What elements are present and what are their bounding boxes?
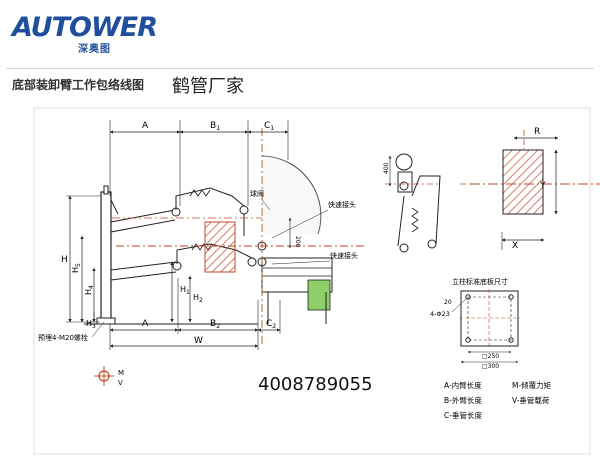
leader-ball-valve — [261, 199, 271, 211]
riser-column — [100, 191, 112, 321]
lower-elbow-joint — [247, 257, 257, 267]
mini-spring — [411, 207, 419, 233]
page-subtitle: 鹤管厂家 — [172, 76, 244, 97]
label-ball-valve: 球阀 — [250, 189, 264, 198]
label-quick-coupler-top: 快速接头 — [328, 200, 356, 209]
base-plate-inner-dim: □250 — [482, 353, 499, 360]
dim-label-A-top: A — [142, 121, 149, 131]
bolt-hole-1 — [465, 294, 471, 300]
mini-arms — [397, 175, 441, 247]
label-load-V: V — [118, 379, 123, 387]
dim-label-C1: C1 — [264, 121, 274, 132]
base-plate-outer-dim: □300 — [482, 363, 499, 370]
plan-envelope-hatch — [502, 149, 544, 215]
legend-item-C: C-垂管长度 — [444, 410, 482, 420]
dim-label-H: H — [61, 255, 68, 265]
bolt-hole-4 — [508, 337, 514, 343]
mini-joint-right — [427, 239, 437, 249]
dim-label-B2: B2 — [210, 319, 220, 330]
base-plate-edge: 20 — [444, 299, 452, 306]
working-envelope-hatch — [204, 221, 236, 273]
leader-anchor-bolt — [91, 321, 105, 338]
dim-label-A-bottom: A — [142, 319, 149, 329]
base-plate-outline — [460, 290, 519, 347]
drawing-frame — [33, 107, 591, 455]
mini-joint-bottom — [399, 243, 409, 253]
swing-sector — [262, 156, 321, 234]
dim-label-Y: Y — [539, 181, 546, 191]
legend-item-B: B-外臂长度 — [444, 395, 482, 405]
upper-inner-arm — [110, 209, 176, 233]
dim-label-X: X — [512, 241, 518, 251]
base-plate-title: 立柱标准底板尺寸 — [452, 277, 508, 286]
brand-logo-subtext: 深奥图 — [78, 44, 111, 55]
upper-spring — [189, 189, 211, 197]
label-quick-coupler-bottom: 快速接头 — [330, 251, 358, 260]
dim-label-W: W — [194, 336, 203, 346]
dim-label-R: R — [534, 127, 540, 137]
mini-joint-top — [395, 153, 413, 171]
bolt-hole-3 — [465, 337, 471, 343]
legend-item-V: V-垂管载荷 — [512, 395, 550, 405]
legend-item-A: A-内臂长度 — [444, 380, 482, 390]
column-brace — [110, 199, 119, 215]
dim-label-C2: C2 — [266, 319, 276, 330]
base-plate-hole-spec: 4-Φ23 — [430, 310, 450, 318]
upper-outer-arm — [175, 187, 245, 210]
column-cap — [103, 185, 109, 195]
dim-label-400: 400 — [383, 162, 390, 174]
bolt-hole-2 — [508, 294, 514, 300]
leader-quick-coupler-bottom — [271, 260, 331, 265]
column-base-plate — [96, 317, 116, 325]
dim-label-H5: H5 — [71, 263, 82, 273]
dim-label-H3: H3 — [86, 319, 96, 330]
leader-hole-spec — [451, 298, 467, 313]
base-plate-inner — [467, 296, 512, 341]
lower-inner-arm — [110, 261, 177, 281]
truck-tank-green — [307, 279, 331, 311]
dim-label-200: 200 — [294, 236, 301, 248]
phone-number: 4008789055 — [258, 374, 373, 395]
dim-label-H1: H1 — [180, 285, 190, 296]
legend-item-M: M-倾覆力矩 — [512, 380, 552, 390]
dim-label-B1: B1 — [210, 121, 220, 132]
brand-logo: AUTOWER — [12, 12, 158, 43]
label-moment-M: M — [118, 369, 124, 377]
dim-label-H4: H4 — [84, 285, 95, 295]
page-title: 底部装卸臂工作包络线图 — [12, 78, 145, 92]
dim-label-H2: H2 — [193, 293, 203, 304]
upper-elbow-joint — [239, 205, 249, 215]
mini-joint-mid — [399, 181, 409, 191]
header-divider — [6, 68, 594, 69]
label-anchor-bolt: 预埋4-M20螺栓 — [38, 333, 88, 342]
leader-quick-coupler-top — [271, 209, 329, 239]
